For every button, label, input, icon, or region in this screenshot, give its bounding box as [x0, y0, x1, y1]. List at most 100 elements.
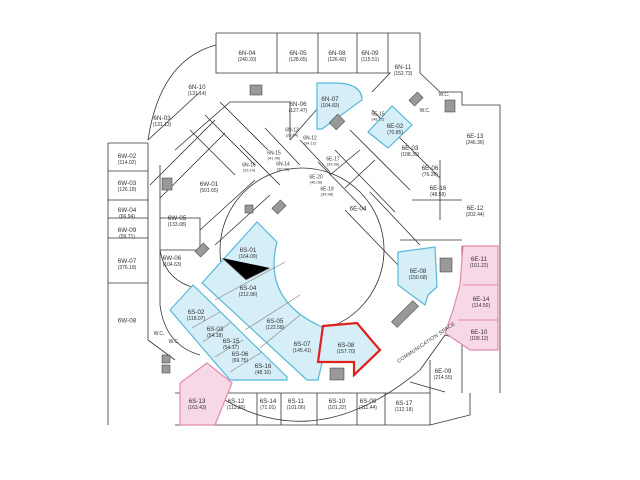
room-6n-14[interactable]: 6N-14(36.58)	[276, 162, 290, 172]
room-name: 6S-03	[206, 326, 224, 334]
room-6s-13[interactable]: 6S-13(163.43)	[187, 398, 207, 411]
room-area: (126.18)	[117, 186, 137, 193]
room-6s-14[interactable]: 6S-14(71.01)	[259, 398, 277, 411]
room-area: (111.44)	[359, 404, 377, 411]
room-name: 6S-08	[337, 342, 355, 350]
room-6n-10[interactable]: 6N-10(131.14)	[188, 84, 207, 97]
room-name: 6S-14	[259, 398, 277, 406]
room-6s-12[interactable]: 6S-12(113.30)	[227, 398, 245, 411]
room-6n-09[interactable]: 6N-09(115.51)	[361, 50, 379, 63]
room-name: 6N-08	[328, 50, 346, 58]
wc-label: W.C.	[419, 108, 431, 114]
room-6s-08[interactable]: 6S-08(157.70)	[336, 342, 356, 355]
room-6e-20[interactable]: 6E-20(46.08)	[309, 175, 322, 185]
room-6e-14[interactable]: 6E-14(114.50)	[471, 296, 491, 309]
wc-label: W.C.	[438, 92, 450, 98]
room-6w-03[interactable]: 6W-03(126.18)	[117, 180, 137, 193]
wc-label: W.C.	[168, 339, 180, 345]
room-6s-09[interactable]: 6S-09(111.44)	[359, 398, 377, 411]
room-6e-13[interactable]: 6E-13(246.36)	[466, 133, 485, 146]
room-area: (108.35)	[400, 151, 420, 158]
room-6s-10[interactable]: 6S-10(101.22)	[328, 398, 347, 411]
room-6s-01[interactable]: 6S-01(164.09)	[239, 247, 258, 260]
room-area: (48.10)	[255, 369, 271, 376]
room-6n-13[interactable]: 6N-13(28.64)	[285, 127, 299, 138]
room-name: 6E-02	[386, 123, 404, 131]
room-6n-04[interactable]: 6N-04(240.20)	[238, 50, 257, 63]
room-area: (157.70)	[336, 348, 356, 355]
room-6s-04[interactable]: 6S-04(212.96)	[239, 285, 258, 298]
room-name: 6N-12	[303, 135, 317, 142]
room-6s-07[interactable]: 6S-07(145.41)	[293, 341, 312, 354]
room-6n-11[interactable]: 6N-11(152.73)	[393, 64, 413, 77]
room-name: 6S-02	[187, 309, 205, 317]
room-shape-6E-08[interactable]	[397, 246, 438, 306]
room-6w-02[interactable]: 6W-02(114.02)	[117, 153, 137, 166]
room-6s-02[interactable]: 6S-02(118.07)	[187, 309, 205, 322]
room-6n-07[interactable]: 6N-07(104.83)	[320, 96, 340, 109]
room-shape-6S-08-selected[interactable]	[316, 321, 382, 378]
room-6e-02[interactable]: 6E-02(70.85)	[386, 123, 404, 136]
room-6s-06[interactable]: 6S-06(69.75)	[232, 351, 249, 364]
room-6n-08[interactable]: 6N-08(126.42)	[328, 50, 347, 63]
room-6w-06[interactable]: 6W-06(104.63)	[163, 255, 182, 268]
room-6w-08[interactable]: 6W-08	[118, 318, 136, 326]
room-shape-6S-13[interactable]	[179, 362, 233, 426]
room-6w-04[interactable]: 6W-04(66.94)	[117, 207, 137, 220]
room-area: (76.26)	[422, 171, 438, 178]
room-6e-17[interactable]: 6E-17(33.98)	[326, 156, 340, 167]
room-shape-6S-02-group[interactable]	[169, 284, 288, 381]
room-6s-11[interactable]: 6S-11(101.06)	[287, 398, 306, 411]
room-6e-11[interactable]: 6E-11(101.22)	[470, 256, 489, 269]
room-6e-03[interactable]: 6E-03(108.35)	[400, 145, 420, 158]
room-6e-06[interactable]: 6E-06(76.26)	[422, 165, 439, 178]
room-name: 6E-12	[466, 205, 484, 213]
room-area: (48.22)	[371, 116, 385, 122]
room-name: 6N-05	[289, 50, 307, 58]
room-6n-06[interactable]: 6N-06(127.47)	[288, 101, 308, 114]
room-area: (114.50)	[471, 302, 491, 309]
room-name: 6N-13	[285, 127, 299, 134]
room-area: (54.18)	[207, 332, 223, 339]
room-name: 6N-16	[242, 162, 256, 169]
room-name: 6W-07	[117, 258, 137, 266]
room-area: (128.65)	[288, 56, 308, 63]
room-6n-15[interactable]: 6N-15(41.46)	[267, 151, 281, 161]
room-6e-12[interactable]: 6E-12(202.44)	[466, 205, 485, 218]
room-6w-07[interactable]: 6W-07(376.18)	[117, 258, 137, 271]
room-6e-16[interactable]: 6E-16(48.59)	[430, 185, 447, 198]
room-6e-08[interactable]: 6E-08(150.68)	[409, 268, 428, 281]
room-6n-05[interactable]: 6N-05(128.65)	[288, 50, 308, 63]
room-6s-03[interactable]: 6S-03(54.18)	[206, 326, 224, 339]
room-6w-09[interactable]: 6W-09(59.71)	[118, 227, 136, 240]
room-area: (131.13)	[152, 121, 172, 128]
room-6s-15[interactable]: 6S-15(54.17)	[223, 338, 240, 351]
room-area: (59.71)	[119, 233, 135, 240]
room-area: (152.73)	[393, 70, 413, 77]
room-area: (114.02)	[117, 159, 137, 166]
room-6w-01[interactable]: 6W-01(501.65)	[200, 181, 219, 194]
room-area: (163.43)	[187, 404, 207, 411]
room-area: (122.58)	[265, 324, 285, 331]
room-name: 6E-17	[326, 156, 340, 163]
room-6s-17[interactable]: 6S-17(112.18)	[395, 400, 413, 413]
room-6n-12[interactable]: 6N-12(34.12)	[303, 135, 317, 146]
room-area: (104.83)	[320, 102, 340, 109]
room-name: 6S-01	[239, 247, 257, 255]
room-6e-10[interactable]: 6E-10(109.12)	[470, 329, 489, 342]
room-6e-09[interactable]: 6E-09(214.55)	[434, 368, 453, 381]
room-6s-05[interactable]: 6S-05(122.58)	[265, 318, 285, 331]
room-6n-16[interactable]: 6N-16(33.14)	[242, 162, 256, 173]
room-area: (127.47)	[288, 107, 308, 114]
room-shape-6E-02[interactable]	[367, 105, 413, 149]
room-6n-03[interactable]: 6N-03(131.13)	[152, 115, 172, 128]
room-6e-15[interactable]: 6E-15(48.22)	[371, 112, 385, 122]
room-name: 6S-05	[266, 318, 284, 326]
room-6s-16[interactable]: 6S-16(48.10)	[255, 363, 272, 376]
room-6e-19[interactable]: 6E-19(39.98)	[320, 186, 334, 197]
room-shape-6E-pink[interactable]	[444, 245, 499, 351]
room-6e-04[interactable]: 6E-04	[350, 206, 367, 214]
room-name: 6W-04	[117, 207, 137, 215]
room-6w-05[interactable]: 6W-05(133.08)	[168, 215, 187, 228]
room-name: 6E-19	[320, 186, 334, 193]
